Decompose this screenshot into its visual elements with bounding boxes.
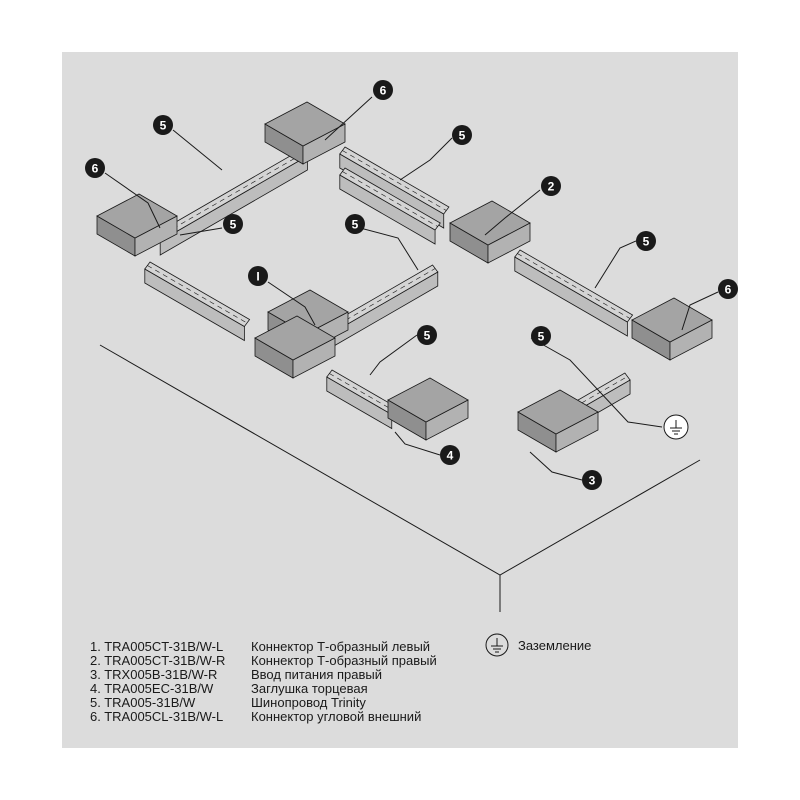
legend-code-1: 1. TRA005CT-31B/W-L: [90, 639, 223, 654]
legend-name-6: Коннектор угловой внешний: [251, 709, 421, 724]
callout-badge-4: 5: [223, 214, 243, 234]
legend-name-4: Заглушка торцевая: [251, 681, 368, 696]
callout-badge-14: 3: [582, 470, 602, 490]
callout-badge-3: 6: [85, 158, 105, 178]
legend-name-3: Ввод питания правый: [251, 667, 382, 682]
leader-line-7: [399, 137, 453, 181]
legend-code-4: 4. TRA005EC-31B/W: [90, 681, 214, 696]
leader-line-6: [267, 281, 316, 326]
callout-label-9: 5: [643, 235, 650, 249]
callout-badge-9: 5: [636, 231, 656, 251]
track-center-bottom: [326, 369, 398, 430]
connector-corner-top: [264, 101, 346, 165]
callout-badge-8: 2: [541, 176, 561, 196]
ground-icon: [663, 414, 689, 440]
callout-badge-1: 6: [373, 80, 393, 100]
connectors: [96, 101, 713, 453]
leader-line-13: [394, 431, 441, 456]
legend-ground-icon: [485, 633, 509, 657]
track-top-mid: [339, 167, 441, 245]
leader-line-3: [104, 172, 161, 229]
legend-name-1: Коннектор Т-образный левый: [251, 639, 430, 654]
connector-corner-bottom: [254, 315, 336, 379]
connector-end-cap: [387, 377, 469, 441]
callout-label-4: 5: [230, 218, 237, 232]
connector-corner-left: [96, 193, 178, 257]
legend-code-2: 2. TRA005CT-31B/W-R: [90, 653, 225, 668]
callout-label-11: 5: [424, 329, 431, 343]
callout-badge-10: 6: [718, 279, 738, 299]
leader-line-10: [681, 291, 719, 331]
leader-line-9: [594, 240, 637, 289]
leader-line-14: [529, 451, 583, 481]
callout-label-8: 2: [548, 180, 555, 194]
callout-label-10: 6: [725, 283, 732, 297]
callout-label-3: 6: [92, 162, 99, 176]
callout-badge-5: 5: [345, 214, 365, 234]
callout-label-12: 5: [538, 330, 545, 344]
leader-line-2: [172, 129, 223, 171]
callout-badge-7: 5: [452, 125, 472, 145]
callout-badge-6: I: [248, 266, 268, 286]
callout-label-1: 6: [380, 84, 387, 98]
legend-name-5: Шинопровод Trinity: [251, 695, 366, 710]
legend-code-5: 5. TRA005-31B/W: [90, 695, 196, 710]
leader-line-4: [179, 227, 223, 236]
callout-badge-12: 5: [531, 326, 551, 346]
leader-line-11: [369, 334, 418, 376]
track-left-inner: [144, 261, 251, 342]
legend-code-3: 3. TRX005B-31B/W-R: [90, 667, 217, 682]
callout-label-2: 5: [160, 119, 167, 133]
callout-label-5: 5: [352, 218, 359, 232]
legend: 1. TRA005CT-31B/W-L Коннектор Т-образный…: [90, 633, 591, 724]
track-middle: [319, 264, 439, 352]
leader-line-1: [324, 96, 373, 141]
legend-name-2: Коннектор Т-образный правый: [251, 653, 437, 668]
legend-code-6: 6. TRA005CL-31B/W-L: [90, 709, 223, 724]
connector-power-input: [517, 389, 599, 453]
connector-t-right: [449, 200, 531, 264]
callout-label-7: 5: [459, 129, 466, 143]
callout-label-14: 3: [589, 474, 596, 488]
callout-badge-11: 5: [417, 325, 437, 345]
callout-label-6: I: [256, 270, 259, 284]
track-right-long: [514, 249, 634, 337]
callout-badge-2: 5: [153, 115, 173, 135]
connector-corner-right: [631, 297, 713, 361]
leader-line-12: [530, 337, 663, 428]
track-top-right: [339, 146, 450, 229]
ceiling-outline: [99, 344, 701, 612]
ground-label: Заземление: [518, 638, 591, 653]
leader-line-8: [484, 189, 541, 236]
callout-label-13: 4: [447, 449, 454, 463]
callout-badge-13: 4: [440, 445, 460, 465]
track-segments: [144, 146, 634, 444]
